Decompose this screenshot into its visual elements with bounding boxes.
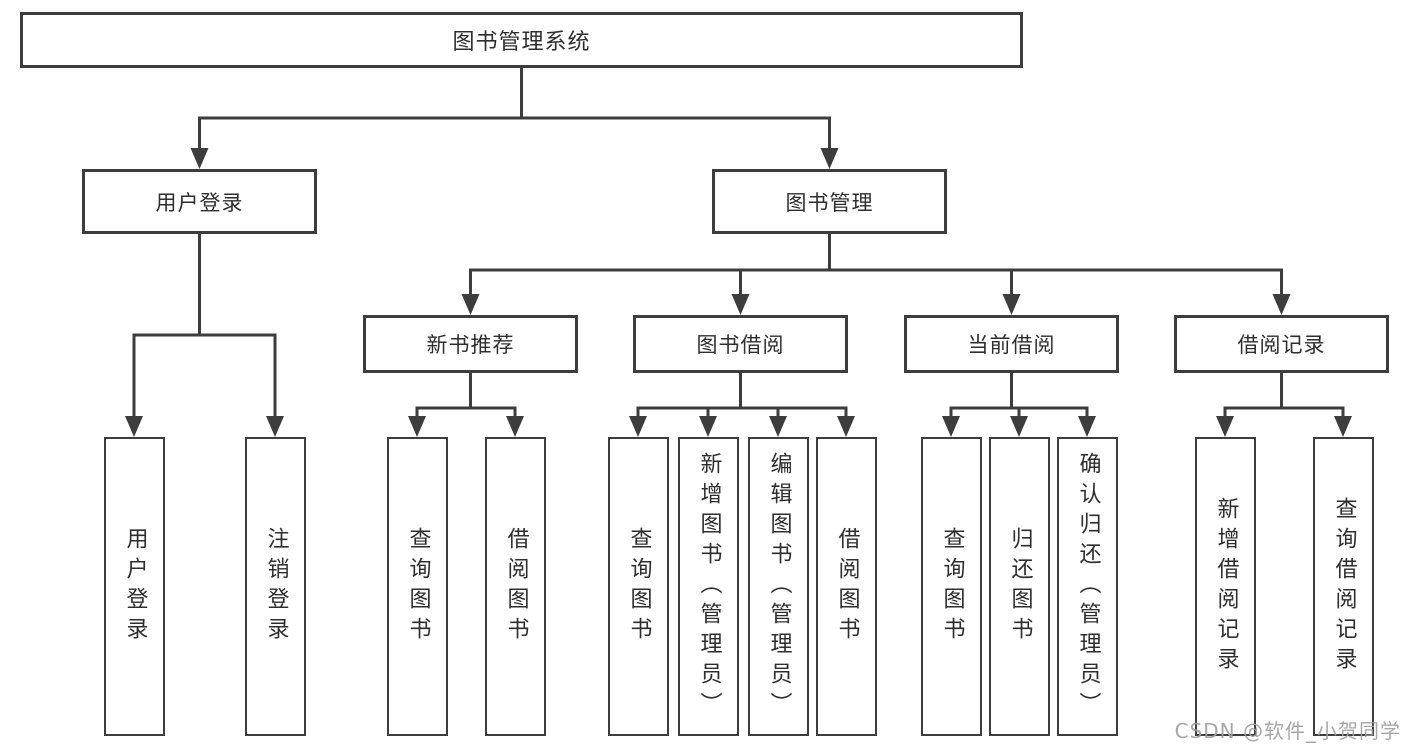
node-borrowing-records: 借阅记录 — [1174, 315, 1389, 373]
node-add-borrow-record: 新增借阅记录 — [1195, 437, 1256, 736]
node-return-books: 归还图书 — [989, 437, 1050, 736]
node-label: 归还图书 — [1007, 526, 1033, 647]
node-label: 查询图书 — [405, 526, 431, 647]
node-edit-books-admin: 编辑图书（管理员） — [748, 437, 809, 736]
node-label: 借阅图书 — [834, 526, 860, 647]
node-user-login: 用户登录 — [104, 437, 165, 736]
node-query-books-recommend: 查询图书 — [387, 437, 448, 736]
node-label: 借阅图书 — [503, 526, 529, 647]
node-label: 编辑图书（管理员） — [766, 451, 792, 722]
node-label: 注销登录 — [263, 526, 289, 647]
node-label: 查询图书 — [626, 526, 652, 647]
node-query-borrow-record: 查询借阅记录 — [1313, 437, 1374, 736]
node-label: 新书推荐 — [426, 333, 515, 357]
csdn-watermark: CSDN @软件_小贺同学 — [1174, 719, 1401, 743]
node-label: 新增图书（管理员） — [696, 451, 722, 722]
node-label: 图书管理系统 — [452, 30, 591, 55]
node-current-borrowing: 当前借阅 — [904, 315, 1119, 373]
node-query-books-current: 查询图书 — [921, 437, 982, 736]
node-book-management: 图书管理 — [712, 169, 947, 234]
node-label: 用户登录 — [155, 190, 244, 215]
node-label: 当前借阅 — [967, 333, 1056, 357]
node-confirm-return-admin: 确认归还（管理员） — [1057, 437, 1118, 736]
node-logout: 注销登录 — [245, 437, 306, 736]
arrowheads — [125, 148, 1352, 437]
node-borrow-books: 借阅图书 — [816, 437, 877, 736]
node-book-borrowing: 图书借阅 — [633, 315, 848, 373]
node-user-login-branch: 用户登录 — [82, 169, 317, 234]
node-label: 确认归还（管理员） — [1075, 451, 1101, 722]
node-add-books-admin: 新增图书（管理员） — [678, 437, 739, 736]
node-label: 借阅记录 — [1237, 333, 1326, 357]
node-borrow-books-recommend: 借阅图书 — [485, 437, 546, 736]
node-label: 新增借阅记录 — [1213, 496, 1239, 677]
node-label: 用户登录 — [122, 526, 148, 647]
node-new-book-recommend: 新书推荐 — [363, 315, 578, 373]
node-library-system: 图书管理系统 — [20, 12, 1023, 68]
node-label: 图书管理 — [785, 190, 874, 215]
node-label: 查询图书 — [939, 526, 965, 647]
node-query-books-borrowing: 查询图书 — [608, 437, 669, 736]
node-label: 查询借阅记录 — [1331, 496, 1357, 677]
node-label: 图书借阅 — [696, 333, 785, 357]
